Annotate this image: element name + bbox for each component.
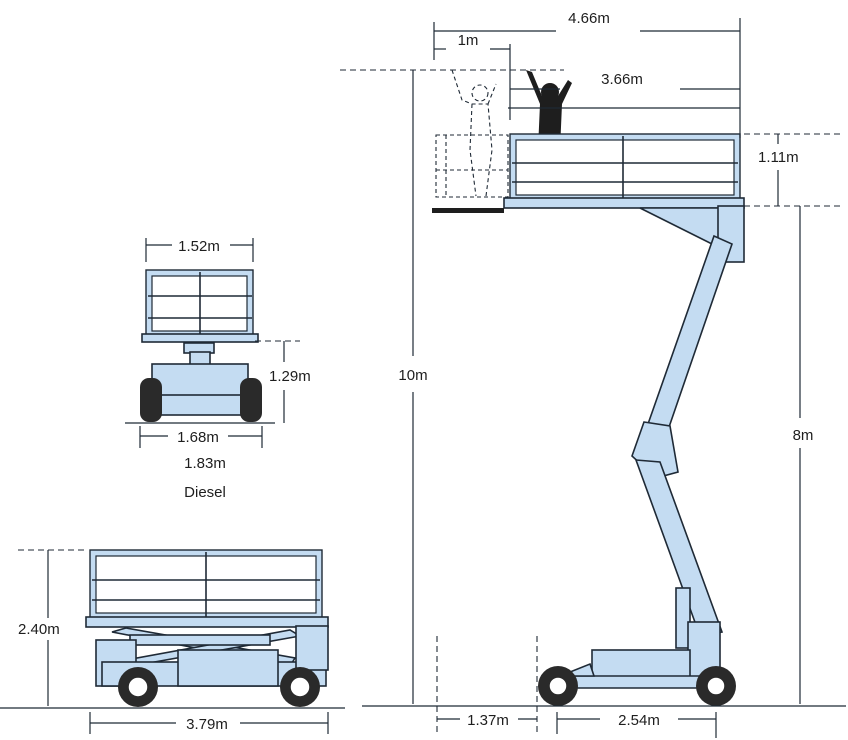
ghost-operator (435, 69, 509, 198)
wheelbase-label: 2.54m (618, 712, 660, 729)
scissor-stowed-height-label: 2.40m (18, 621, 60, 638)
front-chassis-height-label: 1.29m (269, 368, 311, 385)
scissor-length-label: 3.79m (186, 716, 228, 733)
rear-overhang-label: 1.37m (467, 712, 509, 729)
scissor-side-view: 2.40m 3.79m (0, 549, 345, 734)
scissor-stowed-height-dimension: 2.40m (18, 549, 88, 706)
lower-boom (634, 459, 724, 637)
platform-height-label: 8m (793, 427, 814, 444)
boom-side-view: 4.66m 1m 3.66m 1.11m (340, 10, 846, 738)
platform-height-dimension: 8m (793, 206, 814, 704)
front-platform-width-dimension: 1.52m (145, 238, 254, 262)
figure-offset-label: 1m (458, 32, 479, 49)
front-platform-width-label: 1.52m (178, 238, 220, 255)
front-view-chassis (149, 342, 251, 416)
working-height-label: 10m (398, 367, 427, 384)
scissor-length-dimension: 3.79m (89, 712, 329, 734)
guardrail-height-label: 1.11m (758, 149, 799, 166)
front-track-width-label: 1.68m (177, 429, 219, 446)
front-view-guardrail (141, 269, 259, 343)
front-variant-label: Diesel (184, 484, 226, 501)
rear-overhang-dimension: 1.37m (436, 636, 538, 736)
scissor-wheels (118, 667, 320, 707)
wheelbase-dimension: 2.54m (556, 712, 717, 738)
front-view: 1.52m 1.29m 1.68m 1.83m Diesel (125, 238, 311, 501)
boom-cylinder (675, 587, 691, 649)
front-track-width-dimension: 1.68m (139, 426, 263, 448)
max-outreach-label: 4.66m (568, 10, 610, 27)
boom-wheels (538, 666, 736, 706)
working-outreach-dimension: 3.66m (510, 71, 740, 90)
upper-boom (646, 234, 733, 431)
max-outreach-dimension: 4.66m (433, 10, 741, 138)
scissor-guardrail (85, 549, 329, 628)
working-height-dimension: 10m (398, 70, 428, 704)
front-view-wheels (140, 378, 262, 422)
guardrail-height-dimension: 1.11m (744, 133, 840, 206)
figure-offset-dimension: 1m (434, 32, 511, 120)
front-overall-width-label: 1.83m (184, 455, 226, 472)
working-outreach-label: 3.66m (601, 71, 643, 88)
boom-platform (432, 133, 745, 213)
front-chassis-height-dimension: 1.29m (255, 340, 311, 423)
